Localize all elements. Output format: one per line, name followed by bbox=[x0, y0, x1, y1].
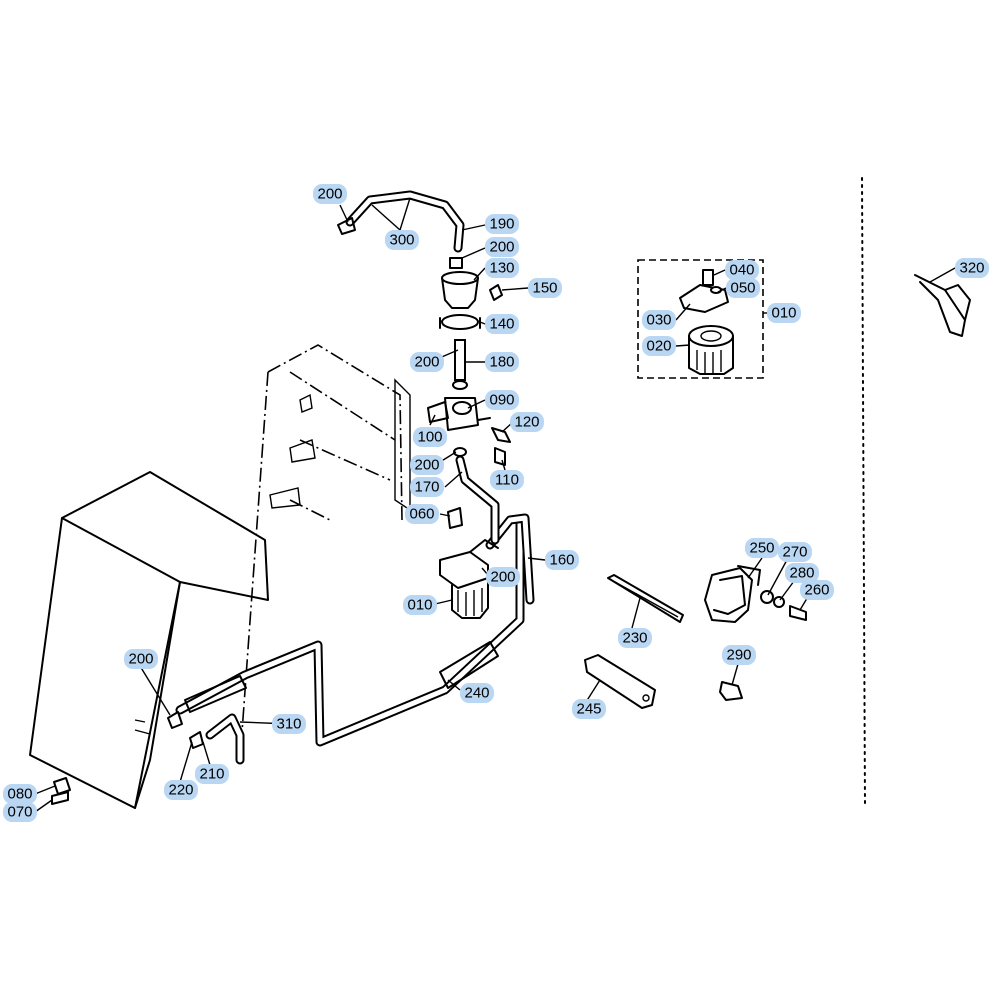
callout-100[interactable]: 100 bbox=[413, 427, 447, 447]
callout-010-b[interactable]: 010 bbox=[767, 303, 801, 323]
callout-label: 320 bbox=[959, 260, 984, 277]
fuel-hose-170 bbox=[455, 455, 500, 545]
callout-label: 170 bbox=[414, 479, 439, 496]
fuel-tank bbox=[29, 471, 269, 809]
callout-200-e[interactable]: 200 bbox=[486, 567, 520, 587]
callout-label: 200 bbox=[414, 457, 439, 474]
callout-label: 190 bbox=[489, 216, 514, 233]
callout-label: 030 bbox=[646, 312, 671, 329]
callout-label: 150 bbox=[532, 280, 557, 297]
callout-label: 200 bbox=[490, 569, 515, 586]
callout-220[interactable]: 220 bbox=[164, 780, 198, 800]
callout-110[interactable]: 110 bbox=[490, 470, 524, 490]
callout-030[interactable]: 030 bbox=[642, 310, 676, 330]
callout-120[interactable]: 120 bbox=[510, 412, 544, 432]
callout-label: 050 bbox=[730, 280, 755, 297]
callout-080[interactable]: 080 bbox=[3, 784, 37, 804]
callout-140[interactable]: 140 bbox=[485, 314, 519, 334]
strap-245 bbox=[584, 654, 656, 709]
callout-label: 200 bbox=[489, 239, 514, 256]
callout-labels: 200 300 190 200 130 150 140 200 180 090 … bbox=[3, 184, 989, 822]
fuel-hose-240 bbox=[175, 515, 525, 747]
callout-190[interactable]: 190 bbox=[485, 214, 519, 234]
callout-label: 240 bbox=[464, 685, 489, 702]
fuel-filter-lower bbox=[439, 507, 499, 619]
callout-label: 280 bbox=[789, 565, 814, 582]
callout-label: 180 bbox=[489, 354, 514, 371]
callout-170[interactable]: 170 bbox=[410, 477, 444, 497]
bolt-290 bbox=[719, 681, 743, 701]
callout-150[interactable]: 150 bbox=[528, 278, 562, 298]
callout-245[interactable]: 245 bbox=[572, 699, 606, 719]
callout-290[interactable]: 290 bbox=[722, 645, 756, 665]
callout-label: 020 bbox=[646, 338, 671, 355]
callout-310[interactable]: 310 bbox=[272, 714, 306, 734]
callout-label: 010 bbox=[771, 305, 796, 322]
callout-300[interactable]: 300 bbox=[385, 230, 419, 250]
callout-label: 230 bbox=[622, 630, 647, 647]
callout-label: 100 bbox=[417, 429, 442, 446]
callout-200-a[interactable]: 200 bbox=[313, 184, 347, 204]
callout-label: 070 bbox=[7, 804, 32, 821]
fuel-filter-stack bbox=[427, 257, 511, 466]
clamp-250 bbox=[704, 565, 807, 623]
callout-270[interactable]: 270 bbox=[778, 542, 812, 562]
callout-180[interactable]: 180 bbox=[485, 352, 519, 372]
callout-label: 200 bbox=[128, 651, 153, 668]
callout-230[interactable]: 230 bbox=[618, 628, 652, 648]
callout-label: 210 bbox=[199, 766, 224, 783]
callout-090[interactable]: 090 bbox=[485, 390, 519, 410]
callout-label: 270 bbox=[782, 544, 807, 561]
callout-200-b[interactable]: 200 bbox=[485, 237, 519, 257]
callout-020[interactable]: 020 bbox=[642, 336, 676, 356]
callout-label: 260 bbox=[804, 582, 829, 599]
callout-label: 160 bbox=[549, 552, 574, 569]
callout-260[interactable]: 260 bbox=[800, 580, 834, 600]
callout-060[interactable]: 060 bbox=[405, 504, 439, 524]
callout-160[interactable]: 160 bbox=[545, 550, 579, 570]
callout-label: 310 bbox=[276, 716, 301, 733]
callout-label: 080 bbox=[7, 786, 32, 803]
cable-tie-320 bbox=[914, 274, 971, 337]
callout-label: 130 bbox=[489, 260, 514, 277]
callout-label: 090 bbox=[489, 392, 514, 409]
callout-200-c[interactable]: 200 bbox=[410, 352, 444, 372]
callout-label: 140 bbox=[489, 316, 514, 333]
callout-130[interactable]: 130 bbox=[485, 258, 519, 278]
fuel-hose-160 bbox=[485, 513, 535, 605]
callout-200-f[interactable]: 200 bbox=[124, 649, 158, 669]
callout-label: 220 bbox=[168, 782, 193, 799]
callout-240[interactable]: 240 bbox=[460, 683, 494, 703]
callout-200-d[interactable]: 200 bbox=[410, 455, 444, 475]
strap-230 bbox=[607, 574, 684, 623]
callout-040[interactable]: 040 bbox=[725, 260, 759, 280]
callout-280[interactable]: 280 bbox=[785, 563, 819, 583]
section-divider bbox=[861, 177, 866, 806]
callout-label: 290 bbox=[726, 647, 751, 664]
callout-label: 120 bbox=[514, 414, 539, 431]
callout-label: 245 bbox=[576, 701, 601, 718]
callout-210[interactable]: 210 bbox=[195, 764, 229, 784]
callout-label: 300 bbox=[389, 232, 414, 249]
callout-label: 060 bbox=[409, 506, 434, 523]
tank-outlet bbox=[51, 711, 245, 805]
callout-label: 200 bbox=[414, 354, 439, 371]
callout-250[interactable]: 250 bbox=[745, 538, 779, 558]
callout-320[interactable]: 320 bbox=[955, 258, 989, 278]
callout-070[interactable]: 070 bbox=[3, 802, 37, 822]
callout-label: 200 bbox=[317, 186, 342, 203]
callout-050[interactable]: 050 bbox=[726, 278, 760, 298]
callout-010-a[interactable]: 010 bbox=[403, 595, 437, 615]
callout-label: 250 bbox=[749, 540, 774, 557]
callout-label: 110 bbox=[495, 472, 519, 489]
callout-label: 010 bbox=[407, 597, 432, 614]
callout-label: 040 bbox=[729, 262, 754, 279]
